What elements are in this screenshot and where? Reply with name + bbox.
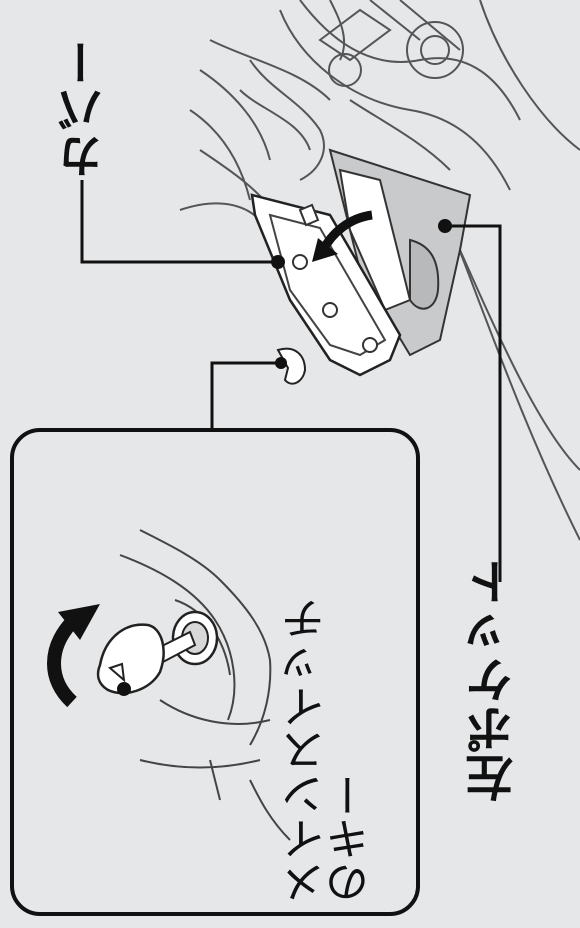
open-direction-arrow <box>312 210 373 262</box>
ignition-cylinder <box>171 610 219 666</box>
lock-leader-line <box>210 361 281 430</box>
key-shape <box>96 623 197 696</box>
lock-latch <box>276 347 307 385</box>
cover-pointer-dot <box>271 255 285 269</box>
left-pocket-shape <box>328 148 472 357</box>
inset-detail-box <box>10 428 420 916</box>
cover-label: カバー <box>56 38 110 179</box>
lock-pointer-dot <box>275 357 287 369</box>
cover-leader-line <box>80 180 278 264</box>
pocket-leader-line <box>445 224 502 582</box>
frame-sketch <box>179 0 580 541</box>
key-pointer-dot <box>117 682 131 696</box>
cover-part <box>250 193 402 377</box>
left-pocket-label: 左ポケット <box>466 557 522 802</box>
main-switch-key-label: メインスイッチのキー <box>282 597 377 905</box>
turn-direction-arrow <box>47 604 100 708</box>
pocket-pointer-dot <box>438 219 452 233</box>
